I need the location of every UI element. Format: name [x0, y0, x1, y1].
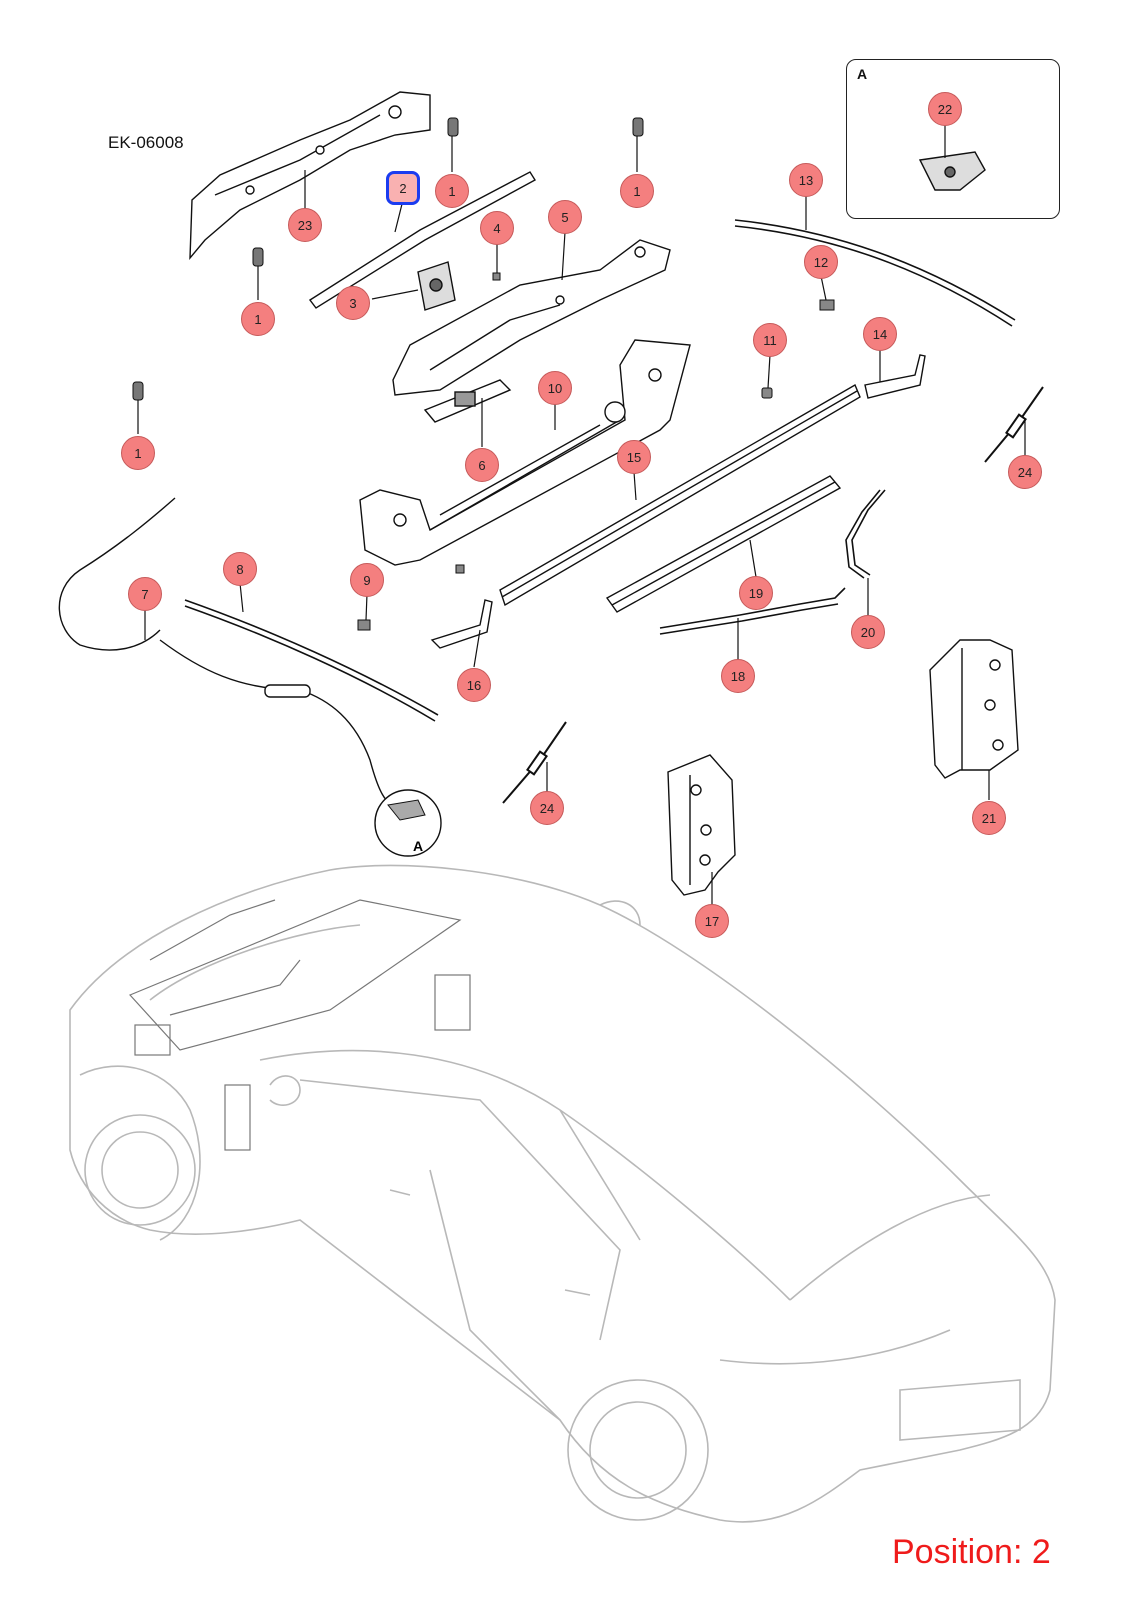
part-21-module: [929, 639, 1019, 779]
callout-1[interactable]: 1: [435, 174, 469, 208]
part-17-module: [667, 754, 736, 896]
detail-a-part: [387, 799, 426, 821]
callout-18[interactable]: 18: [721, 659, 755, 693]
inset-label: A: [857, 66, 868, 82]
detail-a-label: A: [413, 838, 424, 854]
part-10-cross-member: [359, 339, 691, 566]
installed-parts: [128, 899, 471, 1151]
part-6-mount: [423, 379, 512, 423]
part-24-struts: [502, 386, 1044, 804]
callout-8[interactable]: 8: [223, 552, 257, 586]
callout-10[interactable]: 10: [538, 371, 572, 405]
part-14-bracket: [864, 354, 926, 399]
part-7-cable: [58, 497, 401, 811]
part-22-detail: [918, 151, 986, 191]
position-label: Position: 2: [892, 1533, 1051, 1571]
part-23-bracket: [189, 91, 431, 261]
callout-15[interactable]: 15: [617, 440, 651, 474]
callout-17[interactable]: 17: [695, 904, 729, 938]
callout-4[interactable]: 4: [480, 211, 514, 245]
callout-19[interactable]: 19: [739, 576, 773, 610]
part-16-bracket: [430, 599, 493, 649]
callout-6[interactable]: 6: [465, 448, 499, 482]
part-3-latch: [417, 261, 456, 311]
detail-a-circle: [374, 789, 442, 857]
leader-lines: [137, 125, 1026, 904]
callout-22[interactable]: 22: [928, 92, 962, 126]
callout-14[interactable]: 14: [863, 317, 897, 351]
callout-7[interactable]: 7: [128, 577, 162, 611]
diagram-code: EK-06008: [108, 133, 184, 152]
callout-20[interactable]: 20: [851, 615, 885, 649]
part-2-seal: [308, 171, 536, 309]
callout-9[interactable]: 9: [350, 563, 384, 597]
callout-24[interactable]: 24: [530, 791, 564, 825]
part-20-bracket: [845, 489, 886, 579]
callout-1[interactable]: 1: [620, 174, 654, 208]
part-15-rail: [499, 383, 861, 607]
callout-5[interactable]: 5: [548, 200, 582, 234]
callout-3[interactable]: 3: [336, 286, 370, 320]
part-19-bar: [605, 475, 842, 613]
car-outline: [69, 864, 1056, 1523]
callout-1[interactable]: 1: [121, 436, 155, 470]
callout-16[interactable]: 16: [457, 668, 491, 702]
part-18-strap: [659, 587, 846, 635]
callout-11[interactable]: 11: [753, 323, 787, 357]
callout-2[interactable]: 2: [386, 171, 420, 205]
part-13-seal: [734, 219, 1016, 327]
callout-24[interactable]: 24: [1008, 455, 1042, 489]
inset-detail-a: A: [846, 59, 1060, 219]
callout-12[interactable]: 12: [804, 245, 838, 279]
callout-13[interactable]: 13: [789, 163, 823, 197]
callout-1[interactable]: 1: [241, 302, 275, 336]
callout-21[interactable]: 21: [972, 801, 1006, 835]
part-8-seal: [184, 599, 439, 722]
callout-23[interactable]: 23: [288, 208, 322, 242]
part-5-lock-carrier: [392, 239, 671, 396]
